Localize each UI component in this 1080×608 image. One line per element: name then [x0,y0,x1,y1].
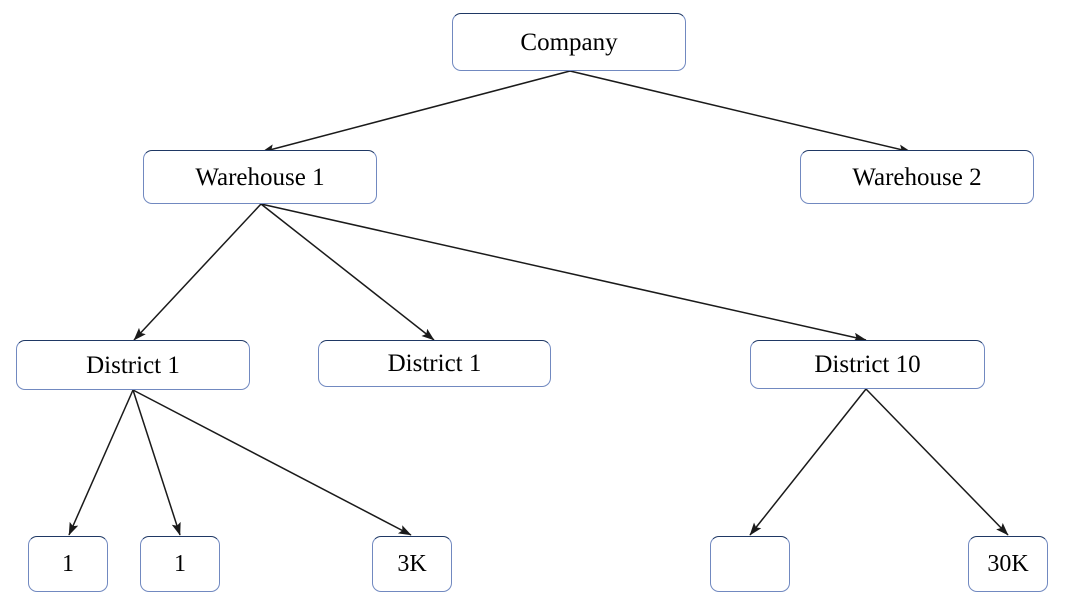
node-label-district-10: District 10 [814,351,921,378]
node-label-company: Company [520,28,618,56]
node-label-leaf-3k: 3K [397,551,427,577]
node-label-district-1-a: District 1 [86,351,180,379]
node-leaf-3k[interactable]: 3K [372,536,452,592]
node-warehouse-1[interactable]: Warehouse 1 [143,150,377,204]
node-district-10[interactable]: District 10 [750,340,985,389]
edge-district-1-a-to-leaf-1-b [132,389,181,536]
node-label-leaf-1-a: 1 [62,551,74,577]
node-label-warehouse-1: Warehouse 1 [195,163,325,191]
node-leaf-1-a[interactable]: 1 [28,536,108,592]
node-leaf-1-b[interactable]: 1 [140,536,220,592]
edge-district-1-a-to-leaf-1-a [68,389,134,536]
edge-district-1-a-to-leaf-3k [132,389,412,536]
node-warehouse-2[interactable]: Warehouse 2 [800,150,1034,204]
edge-group [68,70,1009,536]
node-district-1-b[interactable]: District 1 [318,340,551,387]
node-label-district-1-b: District 1 [387,350,482,377]
edge-warehouse-1-to-district-10 [260,203,867,342]
edge-district-10-to-leaf-30k [865,388,1009,536]
edge-company-to-warehouse-2 [569,70,912,154]
edge-district-10-to-leaf-empty [749,388,867,536]
edge-company-to-warehouse-1 [261,70,571,154]
node-leaf-30k[interactable]: 30K [968,536,1048,592]
node-leaf-empty[interactable] [710,536,790,592]
node-company[interactable]: Company [452,13,686,71]
edge-warehouse-1-to-district-1-a [133,203,262,341]
edge-warehouse-1-to-district-1-b [260,203,435,341]
node-label-leaf-30k: 30K [987,551,1029,577]
node-district-1-a[interactable]: District 1 [16,340,250,390]
node-label-leaf-1-b: 1 [174,551,186,577]
node-label-warehouse-2: Warehouse 2 [852,163,982,191]
